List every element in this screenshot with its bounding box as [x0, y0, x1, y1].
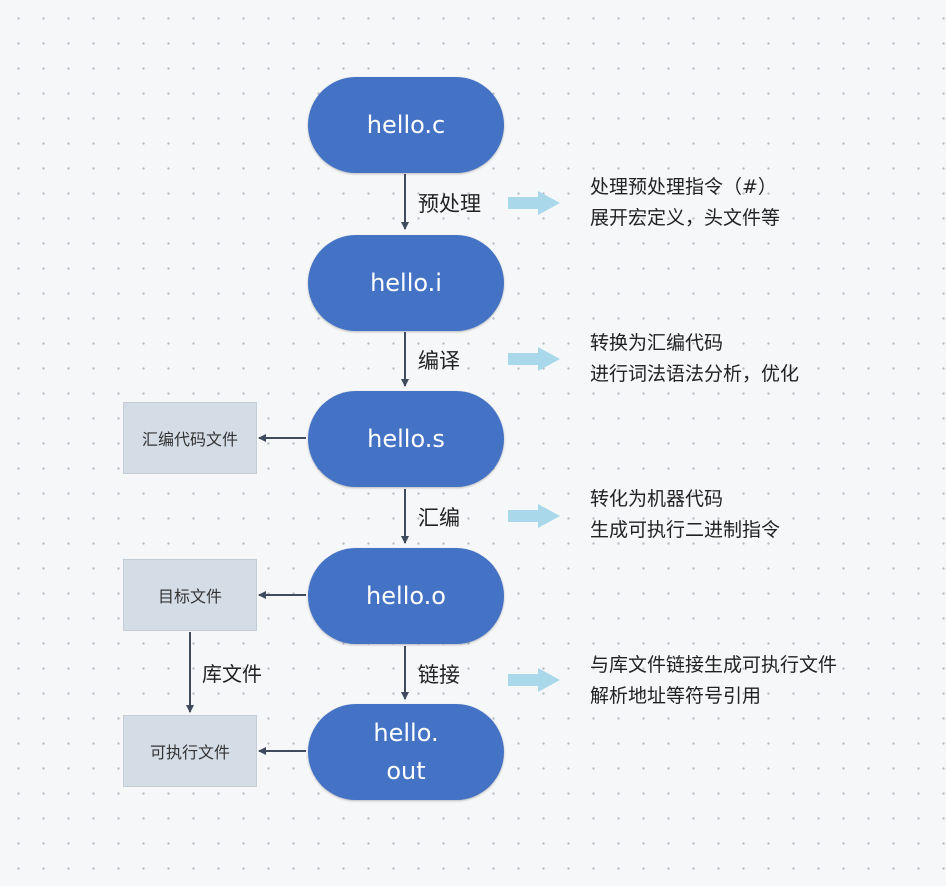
node-hello-o: hello.o — [308, 548, 504, 644]
node-hello-c: hello.c — [308, 77, 504, 173]
node-hello-out: hello.out — [308, 704, 504, 800]
note-preprocess: 处理预处理指令（#） 展开宏定义，头文件等 — [590, 172, 780, 234]
note-line: 转换为汇编代码 — [590, 332, 724, 354]
node-hello-s: hello.s — [308, 391, 504, 487]
note-line: 展开宏定义，头文件等 — [590, 207, 781, 229]
executable-file-box: 可执行文件 — [123, 715, 257, 787]
note-arrow-preprocess — [508, 191, 560, 215]
note-line: 进行词法语法分析，优化 — [590, 363, 800, 385]
step-label-assemble: 汇编 — [418, 506, 460, 530]
node-hello-i: hello.i — [308, 235, 504, 331]
step-label-link: 链接 — [418, 663, 460, 687]
note-line: 与库文件链接生成可执行文件 — [590, 654, 838, 676]
step-label-preprocess: 预处理 — [418, 192, 481, 216]
object-file-box: 目标文件 — [123, 559, 257, 631]
note-arrow-link — [508, 668, 560, 692]
note-line: 处理预处理指令（#） — [590, 176, 777, 198]
assembly-file-box: 汇编代码文件 — [123, 402, 257, 474]
note-assemble: 转化为机器代码 生成可执行二进制指令 — [590, 484, 780, 546]
note-arrow-compile — [508, 347, 560, 371]
note-compile: 转换为汇编代码 进行词法语法分析，优化 — [590, 328, 799, 390]
note-arrow-assemble — [508, 504, 560, 528]
note-line: 转化为机器代码 — [590, 488, 724, 510]
note-link: 与库文件链接生成可执行文件 解析地址等符号引用 — [590, 650, 837, 712]
note-line: 生成可执行二进制指令 — [590, 519, 781, 541]
note-line: 解析地址等符号引用 — [590, 685, 762, 707]
library-file-label: 库文件 — [202, 662, 262, 686]
step-label-compile: 编译 — [418, 349, 460, 373]
